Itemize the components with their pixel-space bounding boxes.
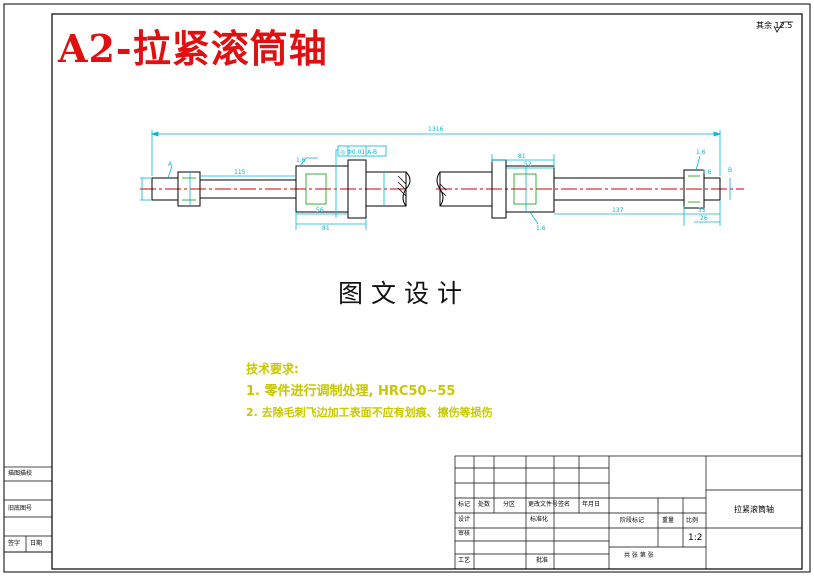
surface-finish-2: 1.6: [536, 225, 546, 232]
outer-border: [3, 3, 811, 573]
dim-56-left: 56: [316, 207, 324, 214]
dim-overall-length: 1316: [428, 126, 443, 133]
tolerance-frame-text: ◎ Φ0.01 A-B: [340, 149, 377, 156]
tb-designer: 设计: [458, 516, 471, 523]
surface-finish-4: 1.6: [702, 169, 712, 176]
tb-rev-date: 年月日: [582, 501, 601, 508]
tb-rev-sign: 签名: [558, 501, 571, 508]
dim-52-right: 52: [524, 161, 532, 168]
margin-label-old-drawing: 旧底图号: [8, 505, 33, 512]
tb-scale-value: 1:2: [688, 533, 703, 543]
tb-rev-mark: 标记: [458, 501, 471, 508]
break-hatching: [397, 175, 447, 197]
tb-review: 审核: [458, 530, 471, 537]
datum-b-label: B: [728, 167, 732, 174]
roughness-value: 12.5: [774, 21, 793, 30]
margin-label-sign: 签字: [8, 540, 21, 547]
dim-35: 35: [698, 207, 706, 214]
tb-weight-label: 重量: [662, 517, 675, 524]
dim-115: 115: [234, 169, 246, 176]
tb-rev-doc: 更改文件号: [528, 501, 559, 508]
tech-req-item-1: 1. 零件进行调制处理, HRC50~55: [246, 384, 456, 399]
tb-scale-label: 比例: [686, 517, 699, 524]
surface-finish-1: 1.6: [296, 157, 306, 164]
tb-process: 工艺: [458, 557, 471, 564]
tb-stage-label: 阶段标记: [620, 517, 645, 524]
dim-26: 26: [700, 215, 708, 222]
tech-req-heading: 技术要求:: [246, 362, 299, 376]
dim-81-left: 81: [322, 225, 330, 232]
keyway-details: [182, 173, 700, 205]
title-block-grid: [454, 455, 803, 570]
shaft-outline: [151, 159, 721, 219]
datum-a-label: A: [168, 161, 173, 168]
tb-sheet-label: 共 张 第 张: [624, 552, 654, 559]
dim-137: 137: [612, 207, 624, 214]
tolerance-frame: [337, 145, 387, 157]
tb-approve: 批准: [536, 557, 549, 564]
roughness-label: 其余: [756, 21, 772, 30]
tb-rev-zone: 分区: [503, 501, 516, 508]
tech-req-item-2: 2. 去除毛刺飞边加工表面不应有划痕、擦伤等损伤: [246, 406, 493, 419]
page-title: A2-拉紧滚筒轴: [58, 26, 328, 71]
inner-frame: [51, 13, 803, 570]
roughness-symbol: [773, 21, 793, 33]
left-margin-block: [3, 466, 53, 553]
margin-label-trace: 描图描校: [8, 470, 33, 477]
dim-81-right: 81: [518, 153, 526, 160]
surface-finish-3: 1.6: [696, 149, 706, 156]
tb-standardize: 标准化: [530, 516, 549, 523]
margin-label-date: 日期: [30, 540, 43, 547]
watermark-text: 图文设计: [338, 279, 471, 308]
tb-part-name: 拉紧滚筒轴: [734, 505, 774, 514]
tb-rev-count: 处数: [478, 501, 491, 508]
dimension-lines: [140, 130, 731, 230]
roughness-note: 其余 12.5: [756, 20, 792, 31]
